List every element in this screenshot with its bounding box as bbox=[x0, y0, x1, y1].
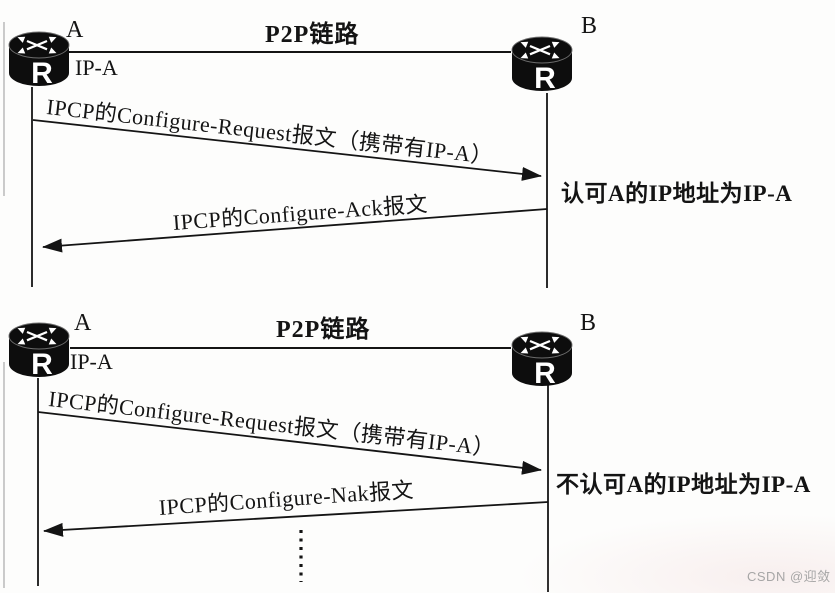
router-arrowheads bbox=[520, 336, 560, 354]
router-letter: R bbox=[31, 348, 53, 381]
endpoint-a-label-2: A bbox=[74, 310, 92, 336]
router-a-icon-2: R bbox=[6, 321, 72, 381]
router-icon: R bbox=[8, 322, 70, 381]
configure-ack-arrow bbox=[42, 208, 548, 253]
watermark: CSDN @迎敛 bbox=[747, 569, 831, 584]
configure-request-arrow-2 bbox=[37, 411, 542, 475]
endpoint-b-label-1: B bbox=[581, 13, 598, 39]
router-arrowheads bbox=[520, 41, 560, 59]
router-letter: R bbox=[31, 57, 53, 90]
router-letter: R bbox=[534, 62, 556, 95]
router-arrows-icon bbox=[529, 339, 551, 351]
router-arrowheads bbox=[17, 36, 57, 54]
p2p-link-label-1: P2P链路 bbox=[265, 22, 360, 48]
router-icon: R bbox=[511, 331, 573, 390]
router-arrows-icon bbox=[26, 39, 48, 51]
router-arrowheads bbox=[17, 327, 57, 345]
configure-nak-arrow bbox=[43, 501, 549, 537]
router-b-icon-1: R bbox=[509, 35, 575, 95]
router-icon: R bbox=[8, 31, 70, 90]
router-a-icon-1: R bbox=[6, 30, 72, 90]
annotation-accept: 认可A的IP地址为IP-A bbox=[561, 181, 793, 206]
router-arrows-icon bbox=[26, 330, 48, 342]
router-letter: R bbox=[534, 357, 556, 390]
router-icon: R bbox=[511, 36, 573, 95]
endpoint-b-label-2: B bbox=[580, 310, 597, 336]
router-b-icon-2: R bbox=[509, 330, 575, 390]
annotation-reject: 不认可A的IP地址为IP-A bbox=[556, 472, 811, 497]
endpoint-a-ip-2: IP-A bbox=[70, 349, 113, 374]
configure-request-arrow-1 bbox=[32, 119, 542, 181]
router-arrows-icon bbox=[529, 44, 551, 56]
endpoint-a-ip-1: IP-A bbox=[75, 55, 118, 80]
p2p-link-label-2: P2P链路 bbox=[276, 317, 371, 343]
endpoint-a-label-1: A bbox=[66, 17, 84, 43]
